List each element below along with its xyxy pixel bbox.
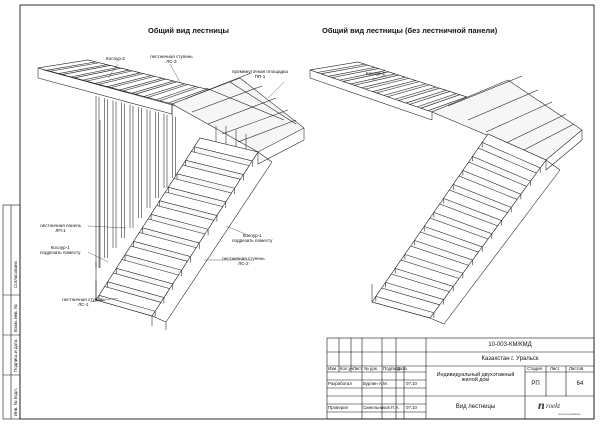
hdr-doc: № док. [364,366,379,371]
hdr-sign: Подпись [383,366,401,371]
hdr-stage: Стадия [527,366,542,371]
staircase-left-view [37,59,305,330]
stamp-inv-no: Взам. инв. № [13,304,18,332]
callout-right-kosour-2: Косоур-2 [366,71,385,76]
date-checked: 07.10 [406,405,417,410]
hdr-izm: Изм. [328,366,338,371]
date-developed: 07.10 [406,381,417,386]
stamp-agreed: Согласовано [13,260,18,288]
stage-value: РП [531,381,540,387]
stamp-inv-orig: Инв. № подл. [13,387,18,416]
side-stamp-frame [2,204,21,420]
location: Казахстан г. Уральск [481,356,539,362]
sheets-total: 64 [576,381,584,387]
hdr-list: Лист [353,366,363,371]
hdr-kol: Кол.уч. [340,366,355,371]
left-view-title: Общий вид лестницы [148,26,229,35]
title-block-frame [326,337,595,420]
staircase-right-view [309,61,583,325]
hdr-date: Дата [397,366,407,371]
role-developed: Разработал [328,381,352,386]
right-view-title: Общий вид лестницы (без лестничной панел… [322,26,498,35]
name-checked: Синельников П.А. [363,405,400,410]
stamp-sign-date: Подпись и дата [13,339,18,372]
role-checked: Проверил [328,405,349,410]
name-developed: Бурлин А.М. [363,381,388,386]
hdr-sheets: Листов [569,366,584,371]
leader-lines [87,63,387,303]
sheet-title: Вид лестницы [455,404,496,410]
callout-kosour-2: Косоур-2 [106,56,125,61]
hdr-sheet: Лист [550,366,560,371]
doc-code: 10-003-КМ/КМД [488,342,532,348]
